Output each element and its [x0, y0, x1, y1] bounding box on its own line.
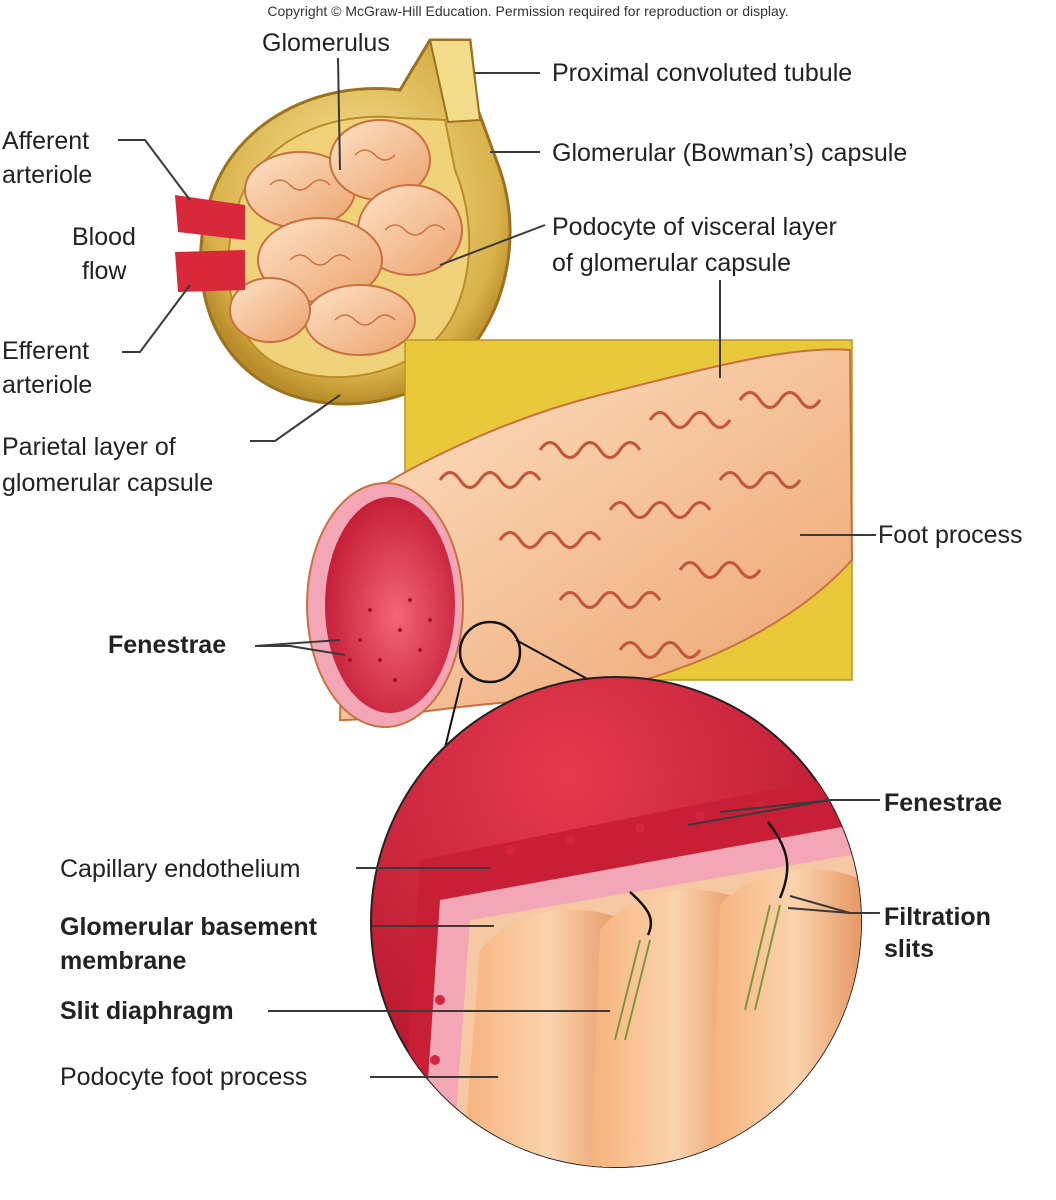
- label-podocyte-visceral-line1: Podocyte of visceral layer: [552, 213, 837, 241]
- label-proximal-convoluted-tubule: Proximal convoluted tubule: [552, 59, 853, 87]
- label-afferent-arteriole-line1: Afferent: [2, 127, 90, 155]
- label-glomerulus: Glomerulus: [262, 29, 390, 57]
- label-blood-flow-line2: flow: [82, 257, 127, 285]
- label-filtration-slits-line2: slits: [884, 935, 935, 963]
- capillary-with-podocytes-drawing: [306, 348, 854, 728]
- label-filtration-slits-line1: Filtration: [884, 903, 991, 931]
- label-efferent-arteriole-line1: Efferent: [2, 337, 90, 365]
- label-basement-membrane-line1: Glomerular basement: [60, 913, 318, 941]
- label-capillary-endothelium: Capillary endothelium: [60, 855, 301, 883]
- label-afferent-arteriole-line2: arteriole: [2, 161, 93, 189]
- label-basement-membrane-line2: membrane: [60, 947, 187, 975]
- copyright-notice: Copyright © McGraw-Hill Education. Permi…: [267, 3, 789, 19]
- label-foot-process: Foot process: [878, 521, 1023, 549]
- label-podocyte-foot-process: Podocyte foot process: [60, 1063, 308, 1091]
- label-podocyte-visceral-line2: of glomerular capsule: [552, 249, 792, 277]
- label-bowmans-capsule: Glomerular (Bowman’s) capsule: [552, 139, 908, 167]
- glomerular-capsule-drawing: [175, 38, 512, 406]
- label-parietal-layer-line2: glomerular capsule: [2, 469, 214, 497]
- label-fenestrae-magnified: Fenestrae: [884, 789, 1003, 817]
- label-efferent-arteriole-line2: arteriole: [2, 371, 93, 399]
- label-slit-diaphragm: Slit diaphragm: [60, 997, 234, 1025]
- label-parietal-layer-line1: Parietal layer of: [2, 433, 176, 461]
- label-fenestrae-capillary: Fenestrae: [108, 631, 227, 659]
- label-blood-flow-line1: Blood: [72, 223, 136, 251]
